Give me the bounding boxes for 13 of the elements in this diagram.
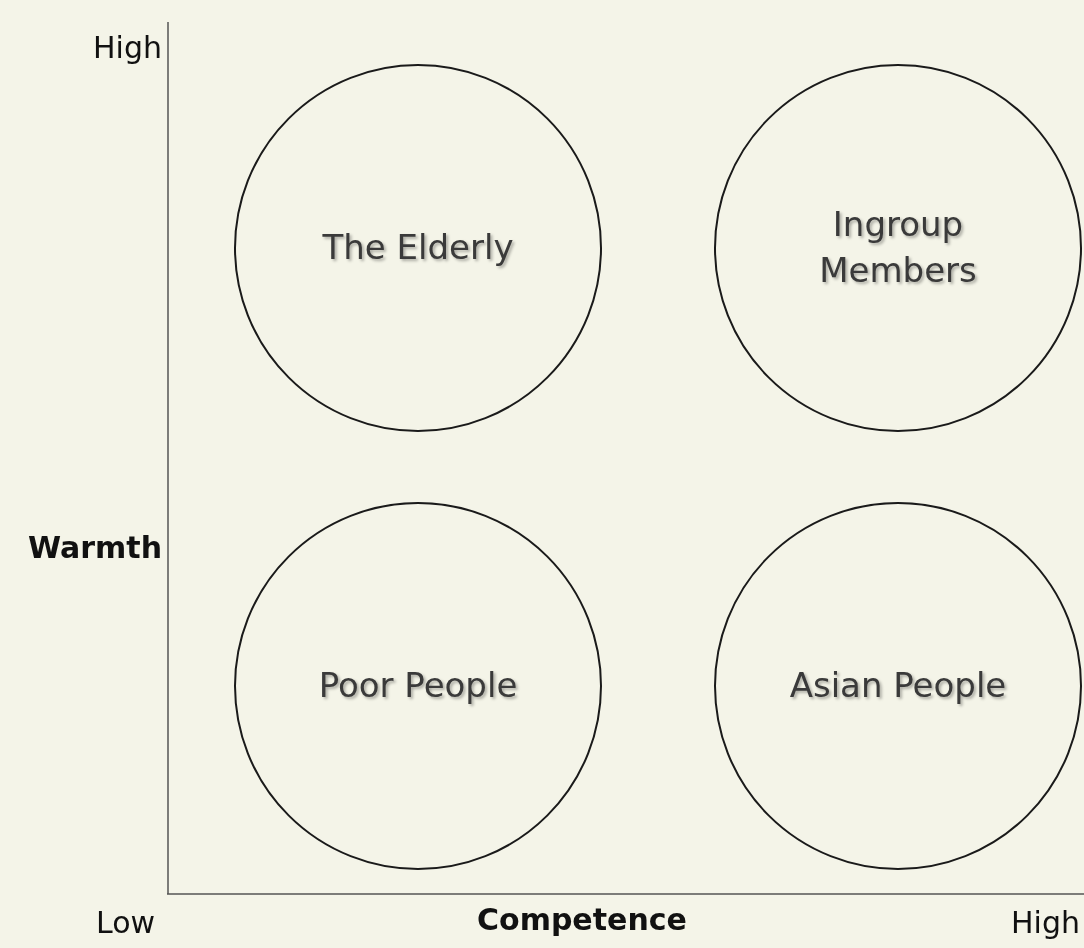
group-name: The Elderly (322, 226, 514, 270)
category-circle (234, 502, 602, 870)
axis-end-label: High (93, 30, 162, 65)
axis-end-label: Low (96, 905, 156, 940)
group-name: Asian People (789, 664, 1007, 708)
axis-title: Competence (477, 902, 687, 937)
group-name: Ingroup Members (818, 203, 978, 292)
axis-title: Warmth (28, 530, 163, 565)
category-circle (714, 502, 1082, 870)
group-name: Poor People (318, 664, 518, 708)
axis-end-label: High (1011, 905, 1080, 940)
category-circle (234, 64, 602, 432)
category-circle (714, 64, 1082, 432)
